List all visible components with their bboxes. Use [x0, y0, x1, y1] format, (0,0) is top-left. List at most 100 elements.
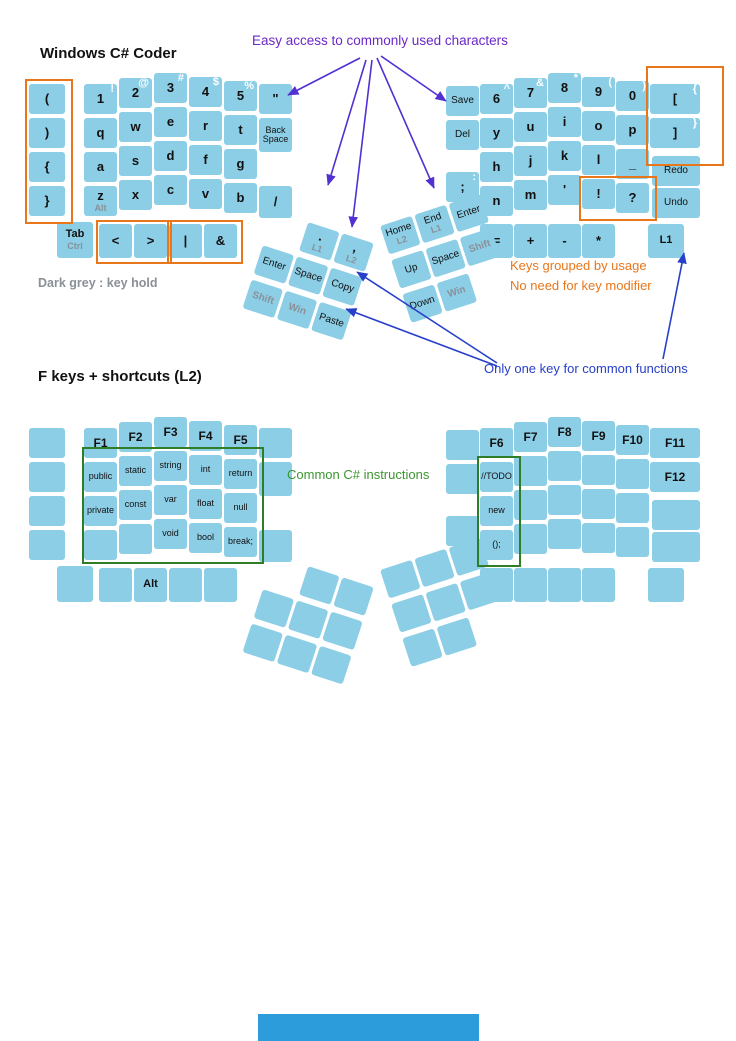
key-label: }: [44, 193, 50, 209]
key-blank: [204, 568, 237, 602]
key-blank: [287, 600, 329, 640]
highlight-box-csharp-right: [477, 456, 521, 567]
key-blank: [582, 455, 615, 485]
key-o: o: [582, 111, 615, 141]
key-blank: [380, 559, 421, 599]
key-label: =: [492, 233, 501, 249]
annotation-easy-access: Easy access to commonly used characters: [252, 33, 508, 48]
key-blank: [648, 568, 684, 602]
key-label: break;: [227, 536, 253, 547]
key-enter: Enter: [253, 245, 295, 284]
key-shift-label: :: [472, 171, 476, 183]
annotation-keys-grouped: Keys grouped by usage: [510, 258, 647, 273]
key-label: s: [131, 153, 140, 169]
key-label: ": [272, 91, 279, 107]
key-blank: [582, 489, 615, 519]
key-label: Tab: [65, 228, 85, 241]
key-label: 6: [492, 91, 501, 107]
key-u: u: [514, 112, 547, 142]
key-blank: [259, 462, 292, 496]
annotation-arrow: [662, 252, 687, 360]
key-blank: [616, 459, 649, 489]
key-label: Enter: [261, 255, 288, 273]
key-1: 1!: [84, 83, 117, 114]
key-win: Win: [276, 290, 318, 330]
key-w: w: [119, 112, 152, 142]
key-3: 3#: [154, 72, 187, 103]
key-label: /: [273, 194, 278, 210]
highlight-box-brackets-left: [25, 79, 73, 224]
key-label: Win: [286, 301, 308, 318]
key-label: Copy: [329, 277, 356, 296]
key-blank: [548, 451, 581, 481]
key-symbol: /: [259, 186, 292, 218]
key-label: ,: [351, 239, 360, 256]
key-symbol: _: [616, 149, 649, 179]
key-label: Space: [430, 248, 461, 268]
key-label: F6: [489, 435, 504, 450]
key-label: m: [524, 187, 537, 203]
key-space: Space: [425, 238, 467, 278]
key-label: Shift: [467, 237, 493, 256]
key-f9: F9: [582, 421, 615, 451]
key-blank: [169, 568, 202, 602]
annotation-no-modifier: No need for key modifier: [510, 278, 652, 293]
annotation-arrow: [348, 59, 373, 228]
key-hold-label: L1: [429, 222, 443, 236]
key-label: v: [201, 186, 210, 202]
key-blank: [548, 519, 581, 549]
key-label: ]: [672, 125, 678, 141]
key-f6: F6: [480, 428, 513, 458]
key-label: private: [86, 505, 114, 516]
layer2-title: F keys + shortcuts (L2): [38, 368, 202, 385]
key-hold-label: Ctrl: [67, 240, 83, 251]
key-blank: [616, 493, 649, 523]
key-const: const: [119, 490, 152, 520]
key-f11: F11: [650, 428, 700, 458]
highlight-box-pipe-amp-keys: [167, 220, 243, 264]
key-label: r: [202, 118, 209, 134]
annotation-dark-grey-note: Dark grey : key hold: [38, 276, 158, 290]
key-e: e: [154, 107, 187, 137]
key-label: q: [96, 125, 105, 141]
key-shift-label: (: [608, 76, 612, 88]
key-f5: F5: [224, 425, 257, 455]
key-label: const: [124, 499, 147, 510]
key-symbol: |: [169, 224, 202, 258]
key-label: y: [492, 125, 501, 141]
key-label: w: [130, 119, 141, 135]
key-label: F10: [622, 432, 643, 447]
key-shift-label: {: [692, 83, 697, 95]
key-9: 9(: [582, 76, 615, 107]
key-blank: [582, 523, 615, 553]
key-label: d: [166, 148, 175, 164]
key-label: string: [159, 460, 182, 471]
key-a: a: [84, 152, 117, 182]
key-l1: L1: [648, 224, 684, 258]
key-label: !: [596, 186, 601, 202]
key-k: k: [548, 141, 581, 171]
key-blank: [84, 530, 117, 560]
key-symbol: +: [514, 224, 547, 258]
key-symbol: &: [204, 224, 237, 258]
key-blank: [259, 530, 292, 562]
key-label: F5: [233, 432, 248, 447]
key-symbol: {: [29, 152, 65, 182]
key-label: F11: [664, 435, 685, 450]
key-label: |: [183, 233, 188, 249]
key-blank: [29, 428, 65, 458]
key-blank: [436, 617, 478, 656]
key-label: t: [238, 122, 243, 138]
key-symbol: ': [548, 175, 581, 205]
key-blank: [333, 577, 374, 616]
key-shift-label: #: [177, 72, 184, 84]
key-blank: [276, 634, 318, 674]
key-f3: F3: [154, 417, 187, 447]
key-shift-label: !: [110, 83, 114, 95]
key-label: b: [236, 190, 245, 206]
key-blank: [298, 566, 340, 605]
